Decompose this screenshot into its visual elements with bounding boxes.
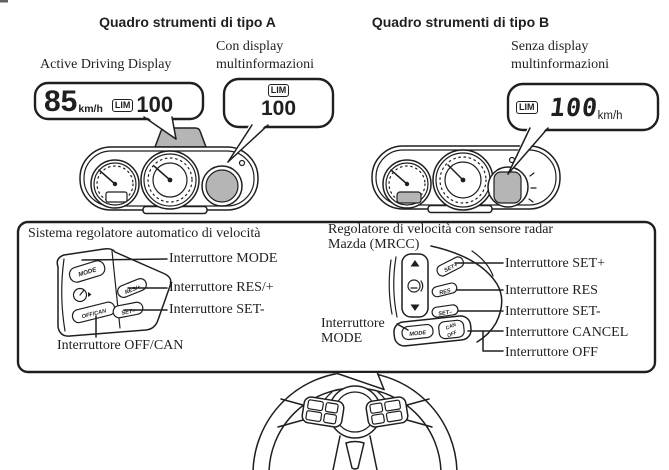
cluster-a-left-gauge <box>90 159 140 209</box>
type-b-lim-badge: LIM <box>516 100 538 114</box>
type-b-label-line2: multinformazioni <box>511 57 609 72</box>
cluster-b-title: Quadro strumenti di tipo B <box>371 14 550 30</box>
leader-off <box>482 330 504 352</box>
hud-label: Active Driving Display <box>40 57 172 72</box>
set-plus-button: SET+ <box>436 256 465 277</box>
mrcc-section-title-line1: Regolatore di velocità con sensore radar <box>328 222 554 237</box>
label-interruttore-setplus: Interruttore SET+ <box>505 256 606 271</box>
right-spoke-switches <box>365 396 409 428</box>
cluster-a-multiinfo-display <box>201 159 246 207</box>
hud-speed-value: 85 <box>44 85 78 118</box>
hud-display-bubble <box>33 81 205 140</box>
multiinfo-limit-value: 100 <box>260 97 297 120</box>
cruise-indicator-icon <box>72 287 92 303</box>
mode-button-mrcc: MODE <box>401 323 434 341</box>
radar-cruise-icon <box>407 279 424 293</box>
type-b-display-bubble <box>506 82 660 175</box>
hud-screen-shape <box>154 127 207 148</box>
multiinfo-label-line1: Con display <box>216 39 284 54</box>
hud-display-readout: 85 km/h LIM 100 <box>44 85 196 118</box>
svg-text:SET–: SET– <box>121 308 136 317</box>
label-interruttore-res: Interruttore RES/+ <box>169 280 274 295</box>
cluster-a-center-gauge <box>140 150 200 210</box>
hud-lim-badge: LIM <box>111 99 134 112</box>
up-arrow-icon <box>410 260 420 267</box>
cluster-b-lim-display <box>487 156 537 208</box>
label-interruttore-mode-mrcc-line2: MODE <box>321 331 363 346</box>
can-off-button: CAN OFF <box>438 319 465 340</box>
left-spoke-switches <box>301 396 345 428</box>
lower-spoke <box>332 435 378 470</box>
cruise-section-title: Sistema regolatore automatico di velocit… <box>28 226 261 241</box>
box-to-wheel-pointer <box>332 371 385 391</box>
cluster-b-center-gauge <box>432 149 494 211</box>
res-button: RES <box>431 282 458 298</box>
type-b-label-line1: Senza display <box>511 39 589 54</box>
label-interruttore-mode-mrcc-line1: Interruttore <box>321 316 385 331</box>
mode-button: MODE <box>68 260 106 283</box>
mrcc-lower-pod: MODE CAN OFF <box>393 315 472 347</box>
svg-text:RES: RES <box>439 288 452 297</box>
label-interruttore-res-mrcc: Interruttore RES <box>505 283 598 298</box>
label-interruttore-offcan: Interruttore OFF/CAN <box>57 338 184 353</box>
set-minus-button-mrcc: SET– <box>431 304 459 318</box>
cluster-a-title: Quadro strumenti di tipo A <box>99 14 276 30</box>
mrcc-switch-illustration: SET+ RES SET– MODE CAN OFF <box>388 245 504 352</box>
type-b-unit: km/h <box>597 110 623 122</box>
steering-wheel-illustration <box>252 371 458 470</box>
svg-text:MODE: MODE <box>409 330 427 338</box>
switch-panel-box <box>16 220 657 374</box>
label-interruttore-mode: Interruttore MODE <box>169 251 278 266</box>
svg-text:CAN: CAN <box>445 322 458 332</box>
leader-mode <box>81 258 168 261</box>
multiinfo-display-readout: LIM 100 <box>226 84 331 124</box>
down-arrow-icon <box>410 304 420 311</box>
scan-artifact <box>0 0 8 3</box>
label-interruttore-setminus: Interruttore SET- <box>505 304 601 319</box>
mrcc-section-title-line2: Mazda (MRCC) <box>328 237 420 252</box>
svg-text:RES/+: RES/+ <box>124 284 142 296</box>
type-b-limit-value: 100 <box>547 92 600 122</box>
cluster-a-illustration <box>79 127 259 215</box>
multiinfo-lim-badge: LIM <box>267 84 290 97</box>
svg-text:SET–: SET– <box>438 310 453 318</box>
label-interruttore-set: Interruttore SET- <box>169 302 265 317</box>
hud-limit-value: 100 <box>136 92 174 117</box>
multiinfo-display-bubble <box>222 77 335 163</box>
label-interruttore-cancel: Interruttore CANCEL <box>505 325 629 340</box>
leader-mode-mrcc <box>396 323 409 331</box>
cruise-switch-illustration: MODE OFF/CAN RES/+ SET– <box>56 248 172 338</box>
type-b-display-readout: LIM 100 km/h <box>516 90 652 124</box>
multiinfo-label-line2: multinformazioni <box>216 57 314 72</box>
label-interruttore-off: Interruttore OFF <box>505 345 598 360</box>
cluster-b-illustration <box>371 145 561 214</box>
svg-text:OFF: OFF <box>446 329 458 339</box>
cluster-b-left-gauge <box>382 159 432 209</box>
hud-speed-unit: km/h <box>78 103 103 115</box>
